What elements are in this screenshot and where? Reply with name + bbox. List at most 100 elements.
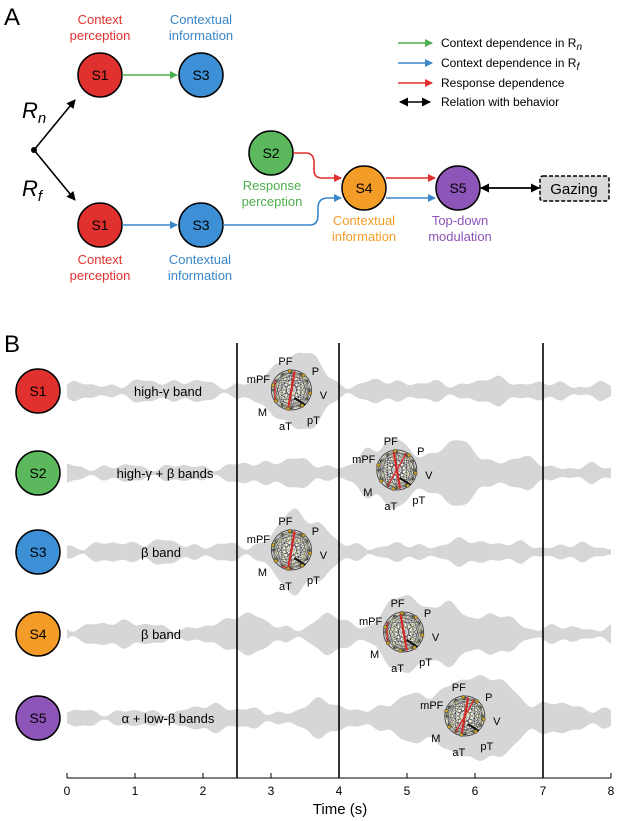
network-edge xyxy=(448,715,484,726)
s2-caption-1: Response xyxy=(243,178,302,193)
network-edge xyxy=(387,615,414,623)
network-edge xyxy=(291,373,302,410)
network-node xyxy=(286,406,291,411)
network-edge xyxy=(281,370,292,407)
network-edge xyxy=(387,460,414,487)
network-edge xyxy=(274,530,292,560)
network-edge xyxy=(445,715,449,726)
bottom-s3-caption-2: information xyxy=(168,268,232,283)
region-label: PF xyxy=(278,516,292,528)
network-edge xyxy=(384,615,414,633)
network-edge xyxy=(274,373,283,381)
network-edge xyxy=(396,486,407,490)
bottom-s1-caption-2: perception xyxy=(70,268,131,283)
region-label: aT xyxy=(384,501,397,513)
networks: PFPmPFVMpTaTPFPmPFVMpTaTPFPmPFVMpTaTPFPm… xyxy=(247,356,501,759)
network-node xyxy=(286,566,291,571)
network-node xyxy=(376,463,381,468)
network-edge xyxy=(393,622,421,649)
top-s1-caption-2: perception xyxy=(70,28,131,43)
network-node xyxy=(398,648,403,653)
network-edge xyxy=(464,706,482,736)
network-edge xyxy=(403,648,414,652)
x-tick-label: 0 xyxy=(64,784,71,798)
network-node xyxy=(383,625,388,630)
region-label: pT xyxy=(419,657,432,669)
network-edge xyxy=(274,370,292,400)
network-edge xyxy=(377,469,381,480)
bottom-s3-caption-1: Contextual xyxy=(169,252,231,267)
region-label: P xyxy=(417,446,424,458)
network-edge xyxy=(481,706,485,717)
region-label: V xyxy=(493,716,501,728)
network-edge xyxy=(464,732,475,736)
region-label: M xyxy=(258,567,267,579)
region-label: M xyxy=(258,407,267,419)
s2-caption-2: perception xyxy=(242,194,303,209)
network-edge xyxy=(386,622,414,649)
top-s3-label: S3 xyxy=(192,67,209,83)
network-edge xyxy=(380,453,388,461)
region-label: M xyxy=(431,733,440,745)
network-edge xyxy=(396,450,407,454)
state-node xyxy=(15,611,61,657)
network-edge xyxy=(272,540,308,551)
network-edge xyxy=(272,549,276,560)
x-tick-label: 6 xyxy=(472,784,479,798)
network-edge-strong xyxy=(287,531,296,569)
region-label: V xyxy=(425,470,433,482)
network-node xyxy=(300,403,305,408)
x-tick-label: 8 xyxy=(608,784,615,798)
network-edge xyxy=(448,706,475,733)
network-edge xyxy=(455,699,482,707)
network-edge xyxy=(445,699,456,717)
network-edge xyxy=(448,696,465,726)
network-edge-behavior xyxy=(293,397,306,406)
network-node xyxy=(270,543,276,548)
region-label: PF xyxy=(391,598,405,610)
bottom-s1-caption-1: Context xyxy=(78,252,123,267)
network-edge-behavior xyxy=(467,723,480,732)
gazing-box xyxy=(539,175,610,202)
network-edge xyxy=(380,453,407,461)
network-node xyxy=(412,645,417,650)
bottom-s1-label: S1 xyxy=(91,217,108,233)
s4-caption-2: information xyxy=(332,229,396,244)
network-edge xyxy=(413,460,417,471)
network-node xyxy=(287,529,292,534)
network-edge xyxy=(377,469,414,480)
network-edge xyxy=(377,453,407,471)
bottom-s3-label: S3 xyxy=(192,217,209,233)
s5-label: S5 xyxy=(449,180,466,196)
network-edge xyxy=(387,453,414,461)
network-edge xyxy=(393,615,421,642)
network-edge xyxy=(274,373,301,381)
band-label: β band xyxy=(141,627,181,642)
x-tick-label: 4 xyxy=(336,784,343,798)
network-edge xyxy=(386,615,414,642)
network-node xyxy=(301,533,306,538)
network-edge xyxy=(274,533,301,541)
region-label: aT xyxy=(279,421,292,433)
legend: Context dependence in Rn Context depende… xyxy=(398,36,582,109)
network-edge xyxy=(380,460,416,471)
state-node xyxy=(15,529,61,575)
region-label: V xyxy=(432,632,440,644)
region-label: mPF xyxy=(247,534,271,546)
x-tick-label: 3 xyxy=(268,784,275,798)
panel-a: A Rn Rf Context perception S1 Contextual… xyxy=(4,4,610,283)
network-edge xyxy=(448,699,475,726)
network-edge xyxy=(455,706,482,733)
network-edge xyxy=(274,533,283,541)
s3-to-s4-blue-arrow xyxy=(223,194,342,226)
network-edge-strong xyxy=(399,613,408,651)
top-s3-caption-2: information xyxy=(169,28,233,43)
network-edge xyxy=(464,699,475,736)
network-edge xyxy=(387,453,414,480)
network-node xyxy=(385,640,391,645)
s4-node xyxy=(341,165,387,211)
s2-label: S2 xyxy=(262,145,279,161)
